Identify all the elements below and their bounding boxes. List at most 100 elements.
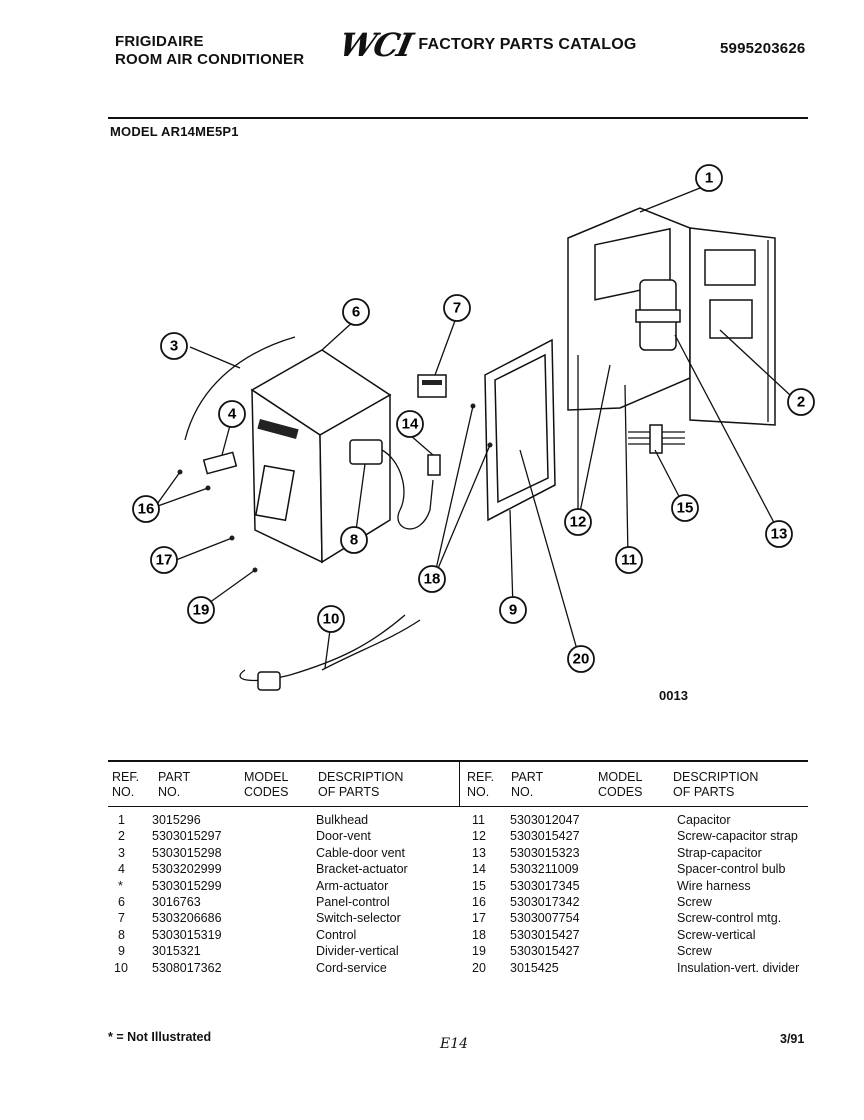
ref-cell: 1 <box>118 813 125 827</box>
desc-cell: Cable-door vent <box>316 845 405 860</box>
ref-cell: 16 <box>472 894 486 909</box>
table-row: 6 3016763 Panel-control 16 5303017342 Sc… <box>0 894 864 910</box>
ref-cell: 3 <box>118 845 125 860</box>
callout-18: 18 <box>418 565 446 593</box>
exploded-parts-diagram: 1 2 3 4 6 7 8 9 10 11 12 13 14 15 16 17 … <box>100 150 830 740</box>
wire-harness-drawing <box>628 424 685 454</box>
svg-text:14: 14 <box>402 416 419 433</box>
header-ref-right: REF. NO. <box>467 770 495 799</box>
table-header-divider <box>459 762 460 806</box>
table-row: 4 5303202999 Bracket-actuator 14 5303211… <box>0 861 864 877</box>
not-illustrated-note: * = Not Illustrated <box>108 1030 212 1044</box>
part-cell: 5308017362 <box>152 960 222 975</box>
table-header-rule <box>108 806 808 807</box>
part-cell: 5303017345 <box>510 878 580 893</box>
callout-4: 4 <box>218 400 246 428</box>
header-ref-left: REF. NO. <box>112 770 140 799</box>
callout-19: 19 <box>187 596 215 624</box>
callout-9: 9 <box>499 596 527 624</box>
part-cell: 3015296 <box>152 813 201 827</box>
table-top-rule <box>108 760 808 762</box>
ref-cell: 14 <box>472 862 486 877</box>
callout-7: 7 <box>443 294 471 322</box>
svg-text:19: 19 <box>193 602 210 619</box>
desc-cell: Spacer-control bulb <box>677 862 786 877</box>
part-cell: 5303202999 <box>152 862 222 877</box>
ref-cell: 10 <box>114 960 128 975</box>
header-part-right: PART NO. <box>511 770 544 799</box>
desc-cell: Divider-vertical <box>316 944 399 959</box>
desc-cell: Wire harness <box>677 878 751 893</box>
desc-cell: Door-vent <box>316 829 371 844</box>
table-row: 3 5303015298 Cable-door vent 13 53030153… <box>0 845 864 861</box>
ref-cell: 2 <box>118 829 125 844</box>
header-codes-left: MODEL CODES <box>244 770 289 799</box>
callout-3: 3 <box>160 332 188 360</box>
header-desc-right: DESCRIPTION OF PARTS <box>673 770 759 799</box>
ref-cell: 13 <box>472 845 486 860</box>
part-cell: 3016763 <box>152 894 201 909</box>
product-line: ROOM AIR CONDITIONER <box>115 51 305 68</box>
handwritten-initials: E14 <box>440 1036 469 1052</box>
desc-cell: Capacitor <box>677 813 731 827</box>
callout-2: 2 <box>787 388 815 416</box>
callout-20: 20 <box>567 645 595 673</box>
callout-8: 8 <box>340 526 368 554</box>
svg-text:9: 9 <box>509 602 517 619</box>
desc-cell: Strap-capacitor <box>677 845 762 860</box>
desc-cell: Screw-vertical <box>677 927 756 942</box>
desc-cell: Cord-service <box>316 960 387 975</box>
callout-12: 12 <box>564 508 592 536</box>
table-row: 2 5303015297 Door-vent 12 5303015427 Scr… <box>0 828 864 844</box>
desc-cell: Insulation-vert. divider <box>677 960 800 975</box>
part-cell: 5303206686 <box>152 911 222 926</box>
capacitor-drawing <box>635 279 681 351</box>
callout-16: 16 <box>132 495 160 523</box>
svg-text:7: 7 <box>453 300 461 317</box>
callout-1: 1 <box>695 164 723 192</box>
vertical-divider-drawing <box>484 338 556 522</box>
catalog-title: FACTORY PARTS CATALOG <box>418 36 637 53</box>
header-codes-right: MODEL CODES <box>598 770 643 799</box>
brand-name: FRIGIDAIRE <box>115 33 204 50</box>
desc-cell: Screw <box>677 944 712 959</box>
callout-15: 15 <box>671 494 699 522</box>
service-cord-drawing <box>239 614 421 691</box>
svg-text:8: 8 <box>350 532 358 549</box>
switch-selector-drawing <box>417 374 447 398</box>
ref-cell: 19 <box>472 944 486 959</box>
desc-cell: Screw-capacitor strap <box>677 829 798 844</box>
part-cell: 3015425 <box>510 960 559 975</box>
svg-text:2: 2 <box>797 394 805 411</box>
ref-cell: 8 <box>118 927 125 942</box>
part-cell: 5303015427 <box>510 927 580 942</box>
svg-text:18: 18 <box>424 571 441 588</box>
figure-code: 0013 <box>659 688 688 703</box>
catalog-logo-block: WCI FACTORY PARTS CATALOG <box>336 26 637 64</box>
ref-cell: 18 <box>472 927 486 942</box>
table-row: * 5303015299 Arm-actuator 15 5303017345 … <box>0 878 864 894</box>
svg-text:15: 15 <box>677 500 694 517</box>
svg-text:20: 20 <box>573 651 590 668</box>
part-cell: 5303015297 <box>152 829 222 844</box>
desc-cell: Switch-selector <box>316 911 401 926</box>
desc-cell: Bracket-actuator <box>316 862 408 877</box>
part-cell: 5303015319 <box>152 927 222 942</box>
callout-13: 13 <box>765 520 793 548</box>
svg-text:11: 11 <box>621 552 637 569</box>
model-label: MODEL AR14ME5P1 <box>110 124 239 139</box>
svg-text:6: 6 <box>352 304 360 321</box>
control-panel-drawing <box>250 349 392 564</box>
desc-cell: Bulkhead <box>316 813 369 827</box>
bulkhead-drawing <box>567 207 776 426</box>
parts-illustration: 1 2 3 4 6 7 8 9 10 11 12 13 14 15 16 17 … <box>132 164 815 691</box>
desc-cell: Screw-control mtg. <box>677 911 782 926</box>
ref-cell: * <box>118 878 123 893</box>
header-divider <box>108 117 808 119</box>
desc-cell: Screw <box>677 894 712 909</box>
part-cell: 5303015427 <box>510 944 580 959</box>
desc-cell: Arm-actuator <box>316 878 389 893</box>
ref-cell: 11 <box>472 813 485 827</box>
ref-cell: 4 <box>118 862 125 877</box>
table-row: 7 5303206686 Switch-selector 17 53030077… <box>0 910 864 926</box>
